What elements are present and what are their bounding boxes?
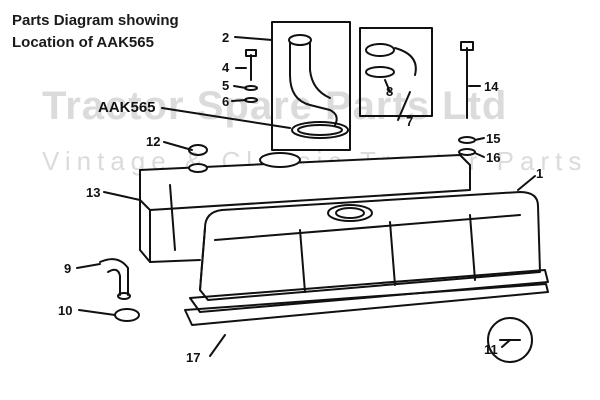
- part-label-13: 13: [86, 185, 100, 200]
- part-label-15: 15: [486, 131, 500, 146]
- part-label-16: 16: [486, 150, 500, 165]
- part-label-14: 14: [484, 79, 499, 94]
- part-label-8: 8: [386, 84, 393, 99]
- watermark-main-text: Tractor Spare Parts Ltd: [42, 84, 508, 128]
- part-label-17: 17: [186, 350, 200, 365]
- part-label-7: 7: [406, 114, 413, 129]
- part-label-1: 1: [536, 166, 543, 181]
- part-label-9: 9: [64, 261, 71, 276]
- part-label-10: 10: [58, 303, 72, 318]
- diagram-title-line2: Location of AAK565: [12, 34, 154, 51]
- part-label-5: 5: [222, 78, 229, 93]
- diagram-title: Parts Diagram showing Location of AAK565: [12, 10, 179, 54]
- part-label-11: 11: [484, 342, 498, 357]
- part-label-2: 2: [222, 30, 229, 45]
- part-label-4: 4: [222, 60, 230, 75]
- part-label-12: 12: [146, 134, 160, 149]
- aak565-callout: AAK565: [98, 99, 156, 116]
- part-label-6: 6: [222, 94, 229, 109]
- diagram-title-line1: Parts Diagram showing: [12, 12, 179, 29]
